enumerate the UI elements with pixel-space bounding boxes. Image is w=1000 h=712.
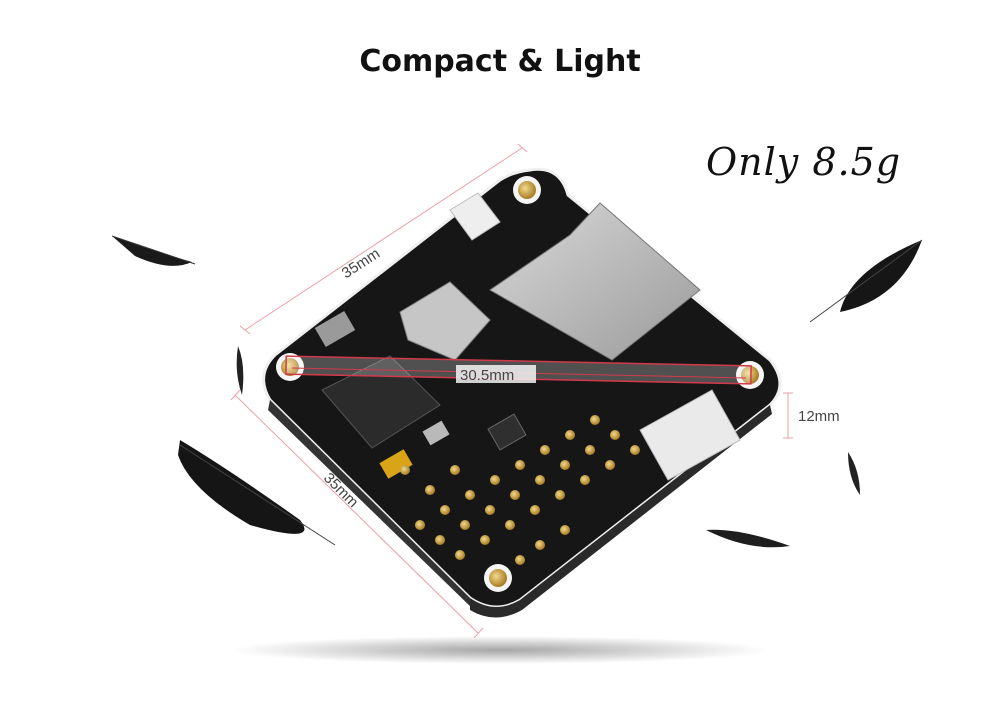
feather-right-top bbox=[809, 239, 923, 323]
mount-spacing-label-bg bbox=[456, 365, 536, 383]
side-connector bbox=[639, 389, 741, 481]
component-sensor bbox=[487, 413, 527, 451]
feather-right-bottom bbox=[706, 529, 790, 548]
feather-left-top bbox=[111, 235, 196, 266]
inductor bbox=[399, 281, 491, 361]
solder-pads bbox=[400, 415, 640, 565]
dimension-top-edge bbox=[239, 143, 528, 335]
dimension-mount-label: 30.5mm bbox=[460, 367, 514, 384]
component-small bbox=[422, 420, 450, 446]
dimension-left-edge bbox=[230, 389, 484, 639]
sd-card-slot bbox=[489, 202, 701, 361]
top-connector bbox=[449, 192, 501, 241]
board-shadow bbox=[230, 636, 770, 664]
feather-left-bottom bbox=[178, 440, 336, 546]
weight-note: Only 8.5g bbox=[706, 140, 902, 184]
page-title: Compact & Light bbox=[359, 44, 641, 79]
dimension-height-label: 12mm bbox=[798, 408, 840, 425]
dimension-height bbox=[783, 392, 793, 439]
feather-left-mid bbox=[236, 346, 244, 395]
flight-controller-board bbox=[262, 167, 782, 618]
feather-right-small bbox=[848, 452, 860, 495]
main-chip bbox=[321, 355, 441, 449]
capacitor-yellow bbox=[379, 449, 413, 479]
mounting-holes bbox=[276, 176, 764, 592]
capacitor-gray bbox=[314, 310, 356, 348]
